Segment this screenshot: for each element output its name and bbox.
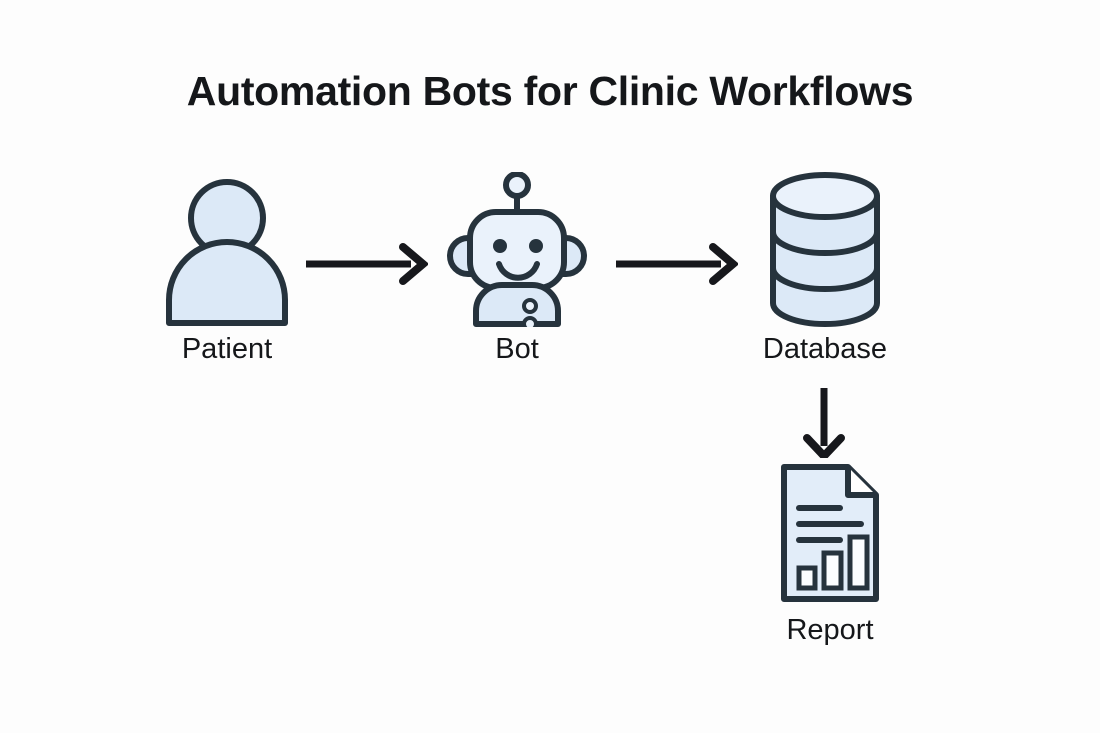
arrow-bot-to-database: [613, 238, 740, 290]
node-patient[interactable]: Patient: [152, 172, 302, 366]
document-chart-icon: [755, 458, 905, 608]
person-icon: [152, 172, 302, 327]
node-database[interactable]: Database: [750, 172, 900, 366]
node-label-patient: Patient: [181, 333, 273, 365]
node-label-database: Database: [762, 333, 888, 365]
node-label-report: Report: [786, 614, 874, 646]
database-cylinder-icon: [750, 172, 900, 327]
node-report[interactable]: Report: [755, 458, 905, 647]
node-bot[interactable]: Bot: [442, 171, 592, 366]
robot-icon: [442, 171, 592, 332]
page-title: Automation Bots for Clinic Workflows: [186, 68, 914, 114]
arrow-patient-to-bot: [303, 238, 430, 290]
node-label-bot: Bot: [495, 333, 539, 365]
arrow-database-to-report: [796, 386, 852, 462]
